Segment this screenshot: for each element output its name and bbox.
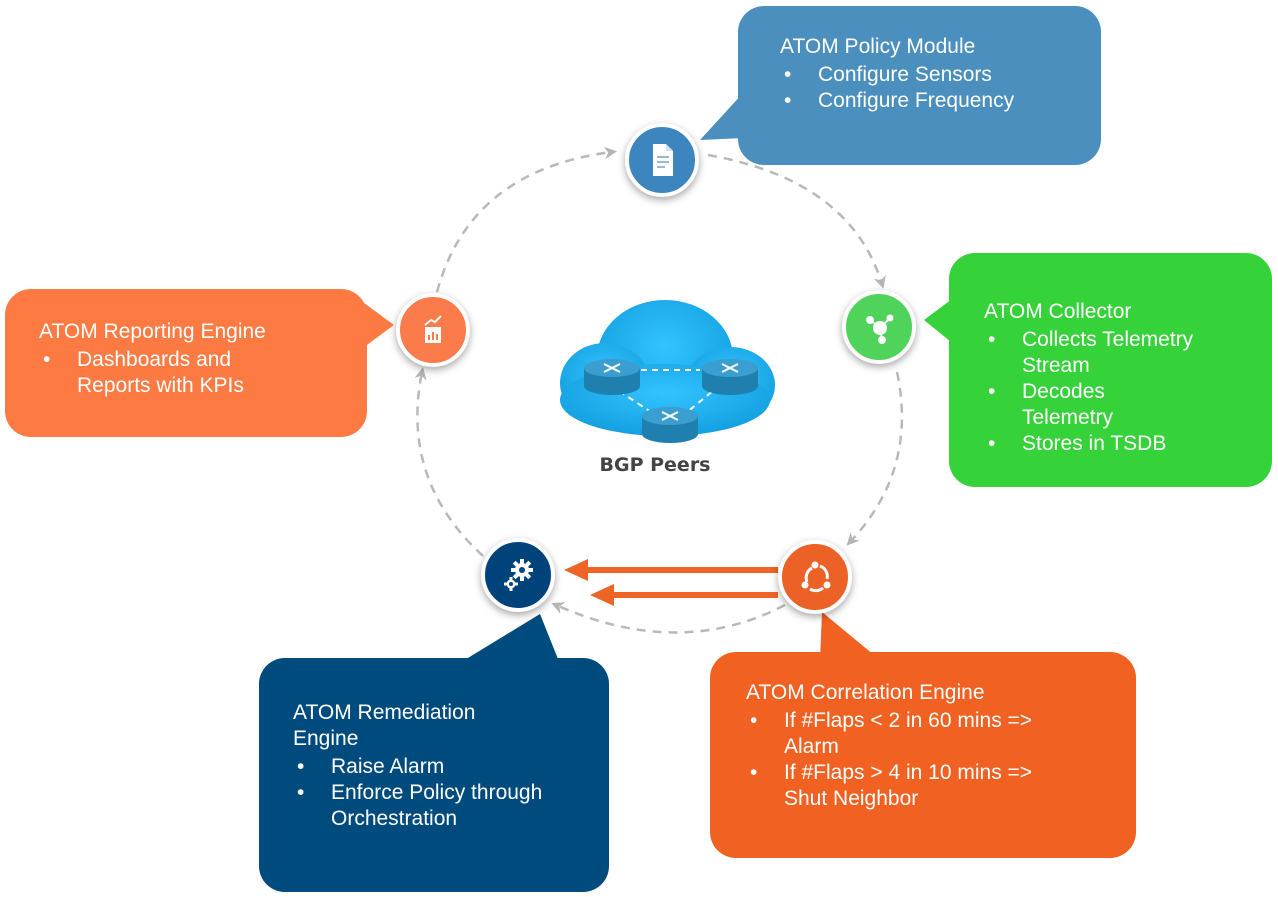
policy-item: Configure Sensors: [780, 62, 1091, 88]
feedback-arrowhead-lower: [590, 584, 614, 606]
remediation-item: Enforce Policy through Orchestration: [293, 780, 599, 832]
router-icon-right: [702, 359, 758, 395]
correlation-pointer: [820, 612, 880, 660]
policy-module-list: Configure Sensors Configure Frequency: [780, 62, 1091, 114]
reporting-engine-callout: ATOM Reporting Engine Dashboards and Rep…: [5, 289, 367, 437]
reporting-engine-list: Dashboards and Reports with KPIs: [39, 347, 357, 399]
collector-pointer: [924, 296, 956, 346]
policy-module-title: ATOM Policy Module: [780, 35, 976, 58]
gears-icon[interactable]: [481, 538, 555, 612]
arrow-correlation-to-remediation: [551, 602, 786, 634]
network-nodes-icon[interactable]: [842, 290, 916, 364]
collector-title: ATOM Collector: [984, 300, 1132, 323]
correlation-engine-callout: ATOM Correlation Engine If #Flaps < 2 in…: [710, 652, 1136, 858]
arrow-reporting-to-policy: [435, 146, 617, 293]
policy-item: Configure Frequency: [780, 88, 1091, 114]
cycle-icon[interactable]: [778, 540, 852, 614]
policy-pointer: [700, 92, 744, 140]
collector-list: Collects Telemetry Stream Decodes Teleme…: [984, 327, 1262, 457]
arrow-policy-to-collector: [707, 153, 886, 289]
reporting-item: Dashboards and Reports with KPIs: [39, 347, 357, 399]
document-icon[interactable]: [625, 123, 699, 197]
collector-item: Stores in TSDB: [984, 431, 1262, 457]
correlation-engine-list: If #Flaps < 2 in 60 mins => Alarm If #Fl…: [746, 708, 1126, 812]
collector-item: Decodes Telemetry: [984, 379, 1262, 431]
feedback-arrows: [564, 559, 778, 606]
arrow-remediation-to-reporting: [414, 367, 484, 557]
policy-module-callout: ATOM Policy Module Configure Sensors Con…: [738, 6, 1101, 165]
correlation-item: If #Flaps < 2 in 60 mins => Alarm: [746, 708, 1126, 760]
collector-callout: ATOM Collector Collects Telemetry Stream…: [949, 253, 1272, 487]
correlation-item: If #Flaps > 4 in 10 mins => Shut Neighbo…: [746, 760, 1126, 812]
bgp-peers-cloud: [560, 300, 775, 443]
bgp-peers-label: BGP Peers: [599, 454, 711, 476]
remediation-engine-title: ATOM Remediation Engine: [293, 701, 476, 750]
cycle-arrows: [414, 146, 904, 634]
arrow-collector-to-correlation: [846, 371, 904, 546]
reporting-engine-title: ATOM Reporting Engine: [39, 320, 266, 343]
remediation-pointer: [458, 614, 560, 664]
remediation-engine-callout: ATOM Remediation Engine Raise Alarm Enfo…: [259, 658, 609, 892]
remediation-item: Raise Alarm: [293, 754, 599, 780]
correlation-engine-title: ATOM Correlation Engine: [746, 681, 985, 704]
reporting-pointer: [360, 300, 394, 350]
router-icon-bottom: [642, 407, 698, 443]
chart-icon[interactable]: [396, 293, 470, 367]
remediation-engine-list: Raise Alarm Enforce Policy through Orche…: [293, 754, 599, 832]
feedback-arrowhead-upper: [564, 559, 588, 581]
collector-item: Collects Telemetry Stream: [984, 327, 1262, 379]
router-icon-left: [584, 359, 640, 395]
